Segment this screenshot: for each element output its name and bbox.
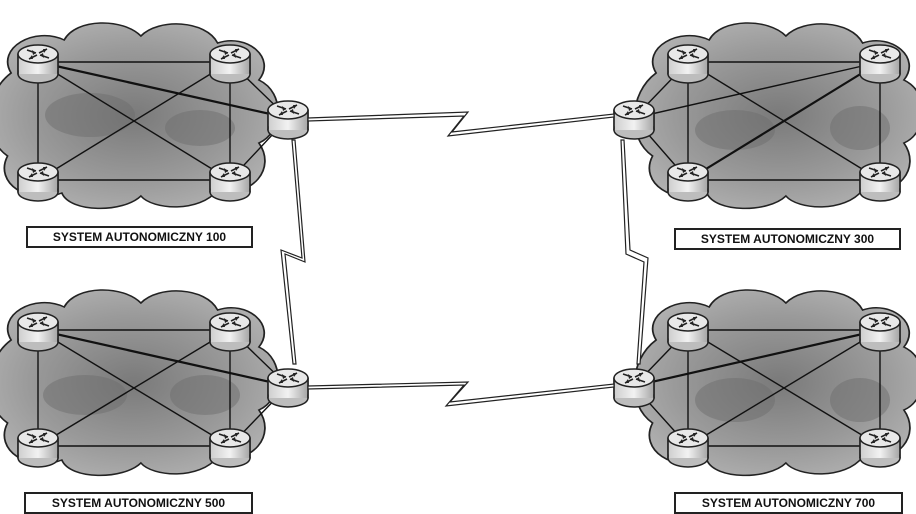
router-icon bbox=[613, 368, 655, 408]
router-icon bbox=[17, 428, 59, 468]
as500-label: SYSTEM AUTONOMICZNY 500 bbox=[24, 492, 253, 514]
serial-link-icon bbox=[620, 139, 649, 365]
serial-link-icon bbox=[280, 139, 306, 365]
router-icon bbox=[859, 428, 901, 468]
router-icon bbox=[17, 162, 59, 202]
router-icon bbox=[209, 44, 251, 84]
as700-label: SYSTEM AUTONOMICZNY 700 bbox=[674, 492, 903, 514]
router-icon bbox=[859, 162, 901, 202]
router-icon bbox=[17, 44, 59, 84]
autonomous-system-300 bbox=[613, 22, 916, 210]
as300-label: SYSTEM AUTONOMICZNY 300 bbox=[674, 228, 901, 250]
as100-label: SYSTEM AUTONOMICZNY 100 bbox=[26, 226, 253, 248]
router-icon bbox=[859, 44, 901, 84]
router-icon bbox=[667, 44, 709, 84]
router-icon bbox=[17, 312, 59, 352]
router-icon bbox=[209, 162, 251, 202]
router-icon bbox=[209, 312, 251, 352]
router-icon bbox=[267, 368, 309, 408]
router-icon bbox=[209, 428, 251, 468]
router-icon bbox=[667, 162, 709, 202]
router-icon bbox=[859, 312, 901, 352]
router-icon bbox=[267, 100, 309, 140]
router-icon bbox=[667, 428, 709, 468]
autonomous-system-100 bbox=[0, 22, 309, 210]
serial-link-icon bbox=[307, 381, 615, 407]
serial-link-icon bbox=[307, 111, 615, 137]
router-icon bbox=[613, 100, 655, 140]
autonomous-system-700 bbox=[613, 289, 916, 477]
autonomous-system-500 bbox=[0, 289, 309, 477]
router-icon bbox=[667, 312, 709, 352]
